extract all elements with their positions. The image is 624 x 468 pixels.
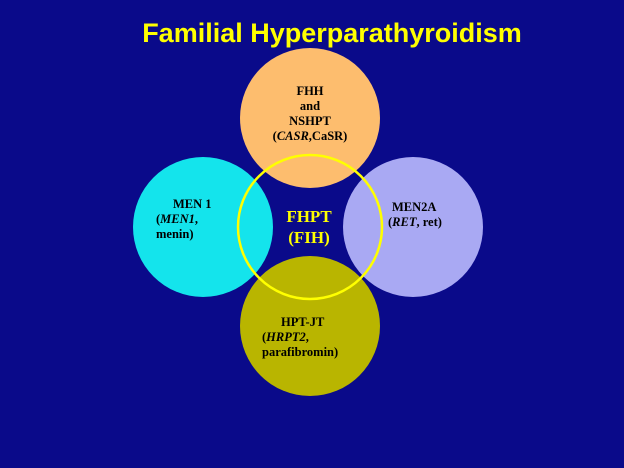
left-line-2: (MEN1, [156, 212, 212, 227]
circle-fhh-nshpt [240, 48, 380, 188]
left-line-3: menin) [156, 227, 194, 241]
top-line-1: FHH [296, 84, 324, 98]
bottom-comma: , [305, 330, 309, 344]
center-line-2: (FIH) [288, 228, 330, 247]
left-line-1: MEN 1 [173, 197, 212, 211]
bottom-paren: ( [262, 330, 267, 344]
left-paren: ( [156, 212, 161, 226]
right-line-1: MEN2A [392, 200, 437, 214]
label-men2a: MEN2A (RET, ret) [388, 200, 442, 230]
bottom-line-1: HPT-JT [281, 315, 325, 329]
top-gene: CASR [276, 129, 309, 143]
label-men1: MEN 1 (MEN1, menin) [156, 197, 212, 242]
right-paren: ( [388, 215, 393, 229]
slide-title: Familial Hyperparathyroidism [142, 18, 522, 48]
label-fhh-nshpt: FHH and NSHPT (CASR,CaSR) [240, 84, 380, 144]
right-protein: , ret) [416, 215, 442, 229]
bottom-gene: HRPT2 [266, 330, 306, 344]
top-paren: ( [272, 129, 277, 143]
top-protein: ,CaSR) [308, 129, 348, 143]
top-line-3: NSHPT [289, 114, 331, 128]
circle-men1 [133, 157, 273, 297]
left-comma: , [194, 212, 199, 226]
label-fhpt: FHPT (FIH) [272, 206, 346, 248]
bottom-line-2: (HRPT2, [262, 330, 338, 345]
top-line-2: and [299, 99, 321, 113]
circle-men2a [343, 157, 483, 297]
label-hpt-jt: HPT-JT (HRPT2, parafibromin) [262, 315, 338, 360]
right-line-2: (RET, ret) [388, 215, 442, 230]
center-line-1: FHPT [286, 207, 332, 226]
left-gene: MEN1 [160, 212, 195, 226]
right-gene: RET [392, 215, 417, 229]
center-ring [236, 153, 384, 301]
top-line-4: (CASR,CaSR) [240, 129, 380, 144]
bottom-line-3: parafibromin) [262, 345, 339, 359]
